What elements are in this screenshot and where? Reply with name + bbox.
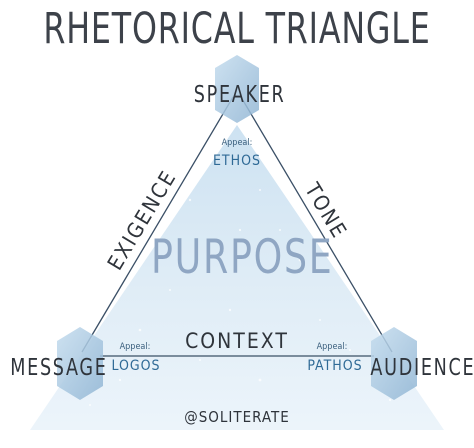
vertex-speaker-label: SPEAKER	[193, 82, 286, 108]
ethos-appeal-value: ETHOS	[212, 153, 262, 169]
hexagon-speaker	[215, 55, 259, 123]
edge-left	[81, 96, 234, 353]
center-purpose: PURPOSE	[151, 230, 334, 285]
diagram-title: RHETORICAL TRIANGLE	[43, 4, 431, 54]
logos-appeal-prefix: Appeal:	[119, 342, 151, 352]
pathos-appeal-prefix: Appeal:	[316, 342, 348, 352]
hexagon-message	[57, 327, 103, 400]
ethos-appeal-prefix: Appeal:	[221, 138, 253, 148]
hexagon-audience	[371, 327, 417, 400]
pathos-appeal-value: PATHOS	[307, 358, 363, 374]
logos-appeal-value: LOGOS	[111, 358, 161, 374]
side-bottom-context: CONTEXT	[185, 329, 289, 353]
credit-handle: @SOLITERATE	[184, 408, 290, 426]
snow-texture	[89, 189, 392, 406]
background-triangle	[30, 125, 444, 430]
vertex-message-label: MESSAGE	[10, 355, 108, 381]
vertex-audience-label: AUDIENCE	[370, 355, 474, 381]
edge-right	[240, 96, 393, 353]
